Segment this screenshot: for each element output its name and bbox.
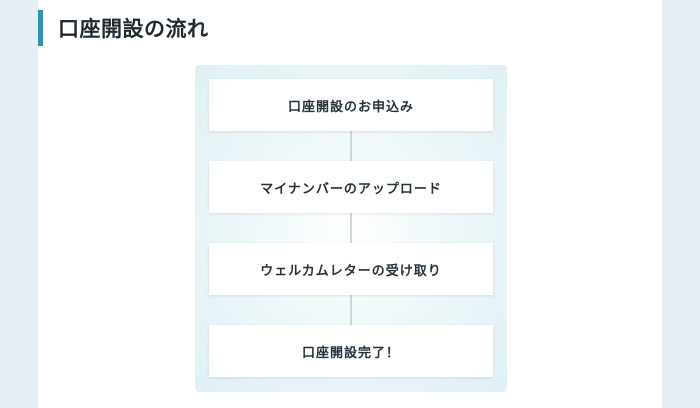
content-card: 口座開設の流れ 口座開設のお申込み マイナンバーのアップロード ウェルカムレター… — [38, 0, 662, 408]
flow-step-application: 口座開設のお申込み — [209, 79, 493, 131]
heading-accent-bar — [38, 10, 43, 46]
flow-step-mynumber-upload: マイナンバーのアップロード — [209, 161, 493, 213]
section-heading: 口座開設の流れ — [38, 10, 209, 46]
flow-connector-line — [350, 131, 352, 325]
account-opening-flow: 口座開設のお申込み マイナンバーのアップロード ウェルカムレターの受け取り 口座… — [195, 65, 507, 392]
flow-step-complete: 口座開設完了！ — [209, 325, 493, 377]
section-title: 口座開設の流れ — [58, 17, 209, 41]
flow-step-welcome-letter: ウェルカムレターの受け取り — [209, 243, 493, 295]
